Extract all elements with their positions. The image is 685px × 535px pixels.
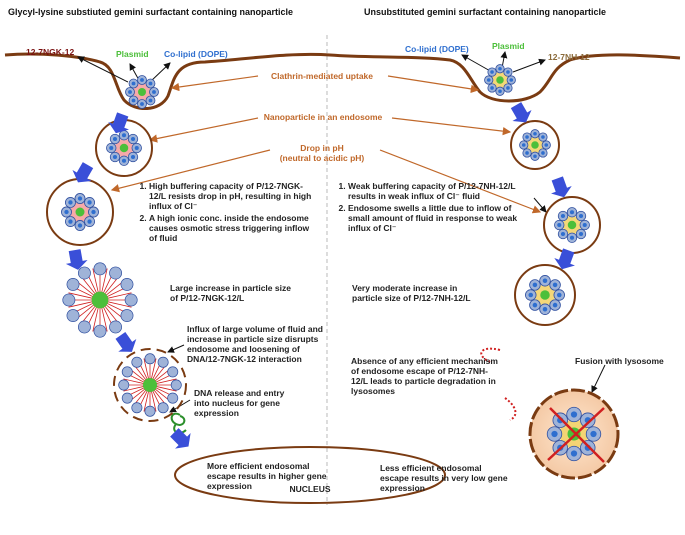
nanoparticle-left-2 [61,193,99,231]
header-right: Unsubstituted gemini surfactant containi… [364,7,607,17]
flow-arrow-left-1 [108,112,129,134]
flow-arrow-left-3 [65,249,88,270]
label-endosome: Nanoparticle in an endosome [263,112,383,122]
left-steps: High buffering capacity of P/12-7NGK-12/… [135,181,315,245]
flow-arrow-right-2 [551,176,572,198]
note-influx: Influx of large volume of fluid and incr… [187,324,324,364]
right-step-2: Endosome swells a little due to inflow o… [348,203,524,233]
nanoparticle-left-uptake [125,75,159,109]
degradation-cross-1 [549,407,605,463]
label-colipid-right: Co-lipid (DOPE) [405,44,469,54]
dotted-arc-upper [480,347,501,363]
uptake-arrow-left [170,75,259,92]
endosome-arrow-left [148,117,259,143]
note-fusion: Fusion with lysosome [575,356,664,366]
ph-arrow-left [110,149,271,193]
arrow-swell [533,197,547,213]
nanoparticle-left-1 [106,130,142,166]
nanoparticle-right-1 [519,129,551,161]
arrow-colipid-left [149,62,171,83]
label-ph-range: (neutral to acidic pH) [279,153,365,163]
flow-arrow-right-1 [510,102,532,123]
endosome-left-ruptured [113,348,187,422]
right-step-1: Weak buffering capacity of P/12-7NH-12/L… [348,181,524,201]
arrow-gemini-right [512,58,546,73]
nucleus-label: NUCLEUS [289,484,331,494]
label-gemini-left: 12-7NGK-12 [26,47,75,57]
nanoparticle-right-2 [554,207,590,243]
label-plasmid-right: Plasmid [492,41,525,51]
flow-arrow-left-4 [115,332,137,352]
arrow-fusion [591,364,606,393]
left-step-1: High buffering capacity of P/12-7NGK-12/… [149,181,315,211]
nanoparticle-left-ruptured [118,353,182,417]
nanoparticle-left-swollen [62,262,138,338]
nanoparticle-right-3 [525,275,565,315]
flow-arrow-left-2 [72,162,94,183]
nucleus-membrane [174,446,446,504]
arrow-colipid-right [461,54,493,73]
note-more-efficient: More efficient endosomal escape results … [207,461,327,491]
cell-membrane [4,52,681,110]
dotted-arc-lower [504,397,517,421]
arrow-gemini-left [77,56,129,83]
note-absence: Absence of any efficient mechanism of en… [351,356,498,396]
label-colipid-left: Co-lipid (DOPE) [164,49,228,59]
flow-arrow-right-3 [554,248,575,270]
header-left: Glycyl-lysine substiuted gemini surfacta… [8,7,294,17]
flow-arrow-left-5 [170,428,191,449]
label-plasmid-left: Plasmid [116,49,149,59]
label-ph-drop: Drop in pH [300,143,344,153]
ph-arrow-right [379,149,542,214]
note-less-efficient: Less efficient endosomal escape results … [380,463,508,493]
note-moderate-increase: Very moderate increase in particle size … [352,283,471,303]
uptake-arrow-right [387,75,480,94]
note-dna-release: DNA release and entry into nucleus for g… [194,388,285,418]
right-steps: Weak buffering capacity of P/12-7NH-12/L… [334,181,524,235]
nanoparticle-right-uptake [484,64,516,96]
left-step-2: A high ionic conc. inside the endosome c… [149,213,315,243]
label-uptake: Clathrin-mediated uptake [270,71,374,81]
degradation-cross-2 [547,407,605,461]
note-large-increase: Large increase in particle size of P/12-… [170,283,291,303]
label-gemini-right: 12-7NH-12 [548,52,590,62]
endosome-arrow-right [391,117,512,136]
arrow-influx [167,344,185,353]
